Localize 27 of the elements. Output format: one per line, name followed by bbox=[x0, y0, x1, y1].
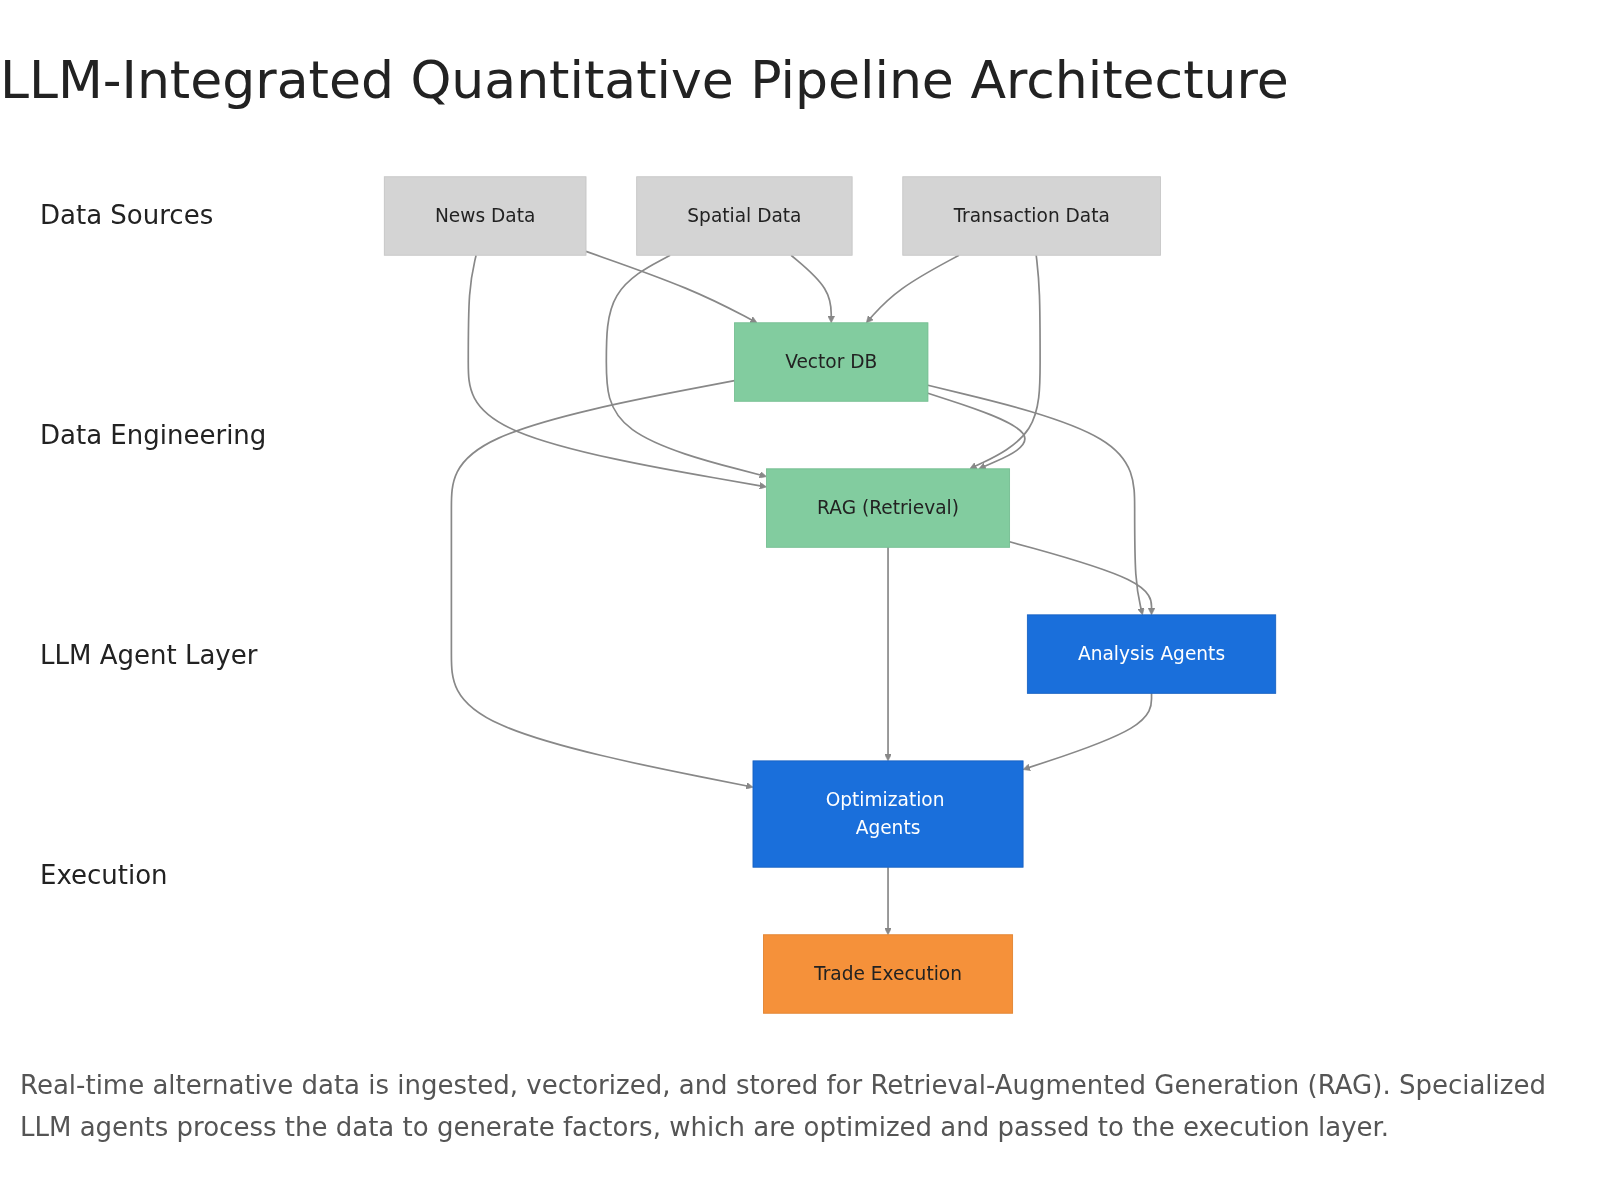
arrow bbox=[605, 254, 767, 479]
arrow bbox=[865, 254, 960, 324]
arrow bbox=[884, 546, 892, 762]
arrow bbox=[884, 866, 892, 936]
arrow bbox=[969, 254, 1041, 470]
arrow bbox=[927, 384, 1145, 616]
node-box: Vector DB bbox=[734, 322, 929, 402]
caption: Real-time alternative data is ingested, vectorized, and stored for Retrieval-Augmented Generation (RAG). Specialized LLM agents process the data to generate factors, which are optimized and passed to the execution layer. bbox=[20, 1069, 1547, 1144]
arrow bbox=[1022, 692, 1153, 771]
node-box: Spatial Data bbox=[636, 176, 853, 256]
diagram-title: LLM-Integrated Quantitative Pipeline Architecture bbox=[0, 50, 1289, 110]
arrow bbox=[467, 254, 767, 490]
arrow bbox=[790, 254, 835, 324]
arrow bbox=[927, 392, 1026, 470]
section-heading: Execution bbox=[40, 860, 169, 890]
node-box: Analysis Agents bbox=[1026, 614, 1277, 694]
arrow bbox=[585, 250, 758, 324]
node-box: Transaction Data bbox=[902, 176, 1161, 256]
node-box: News Data bbox=[383, 176, 587, 256]
arrow bbox=[1008, 540, 1156, 616]
node-box: RAG (Retrieval) bbox=[766, 468, 1010, 548]
node-box: Trade Execution bbox=[763, 934, 1014, 1014]
section-heading: Data Engineering bbox=[40, 420, 268, 450]
section-heading: LLM Agent Layer bbox=[40, 640, 259, 670]
arrow bbox=[450, 379, 754, 790]
section-heading: Data Sources bbox=[40, 200, 215, 230]
node-box: Optimization Agents bbox=[752, 760, 1024, 868]
